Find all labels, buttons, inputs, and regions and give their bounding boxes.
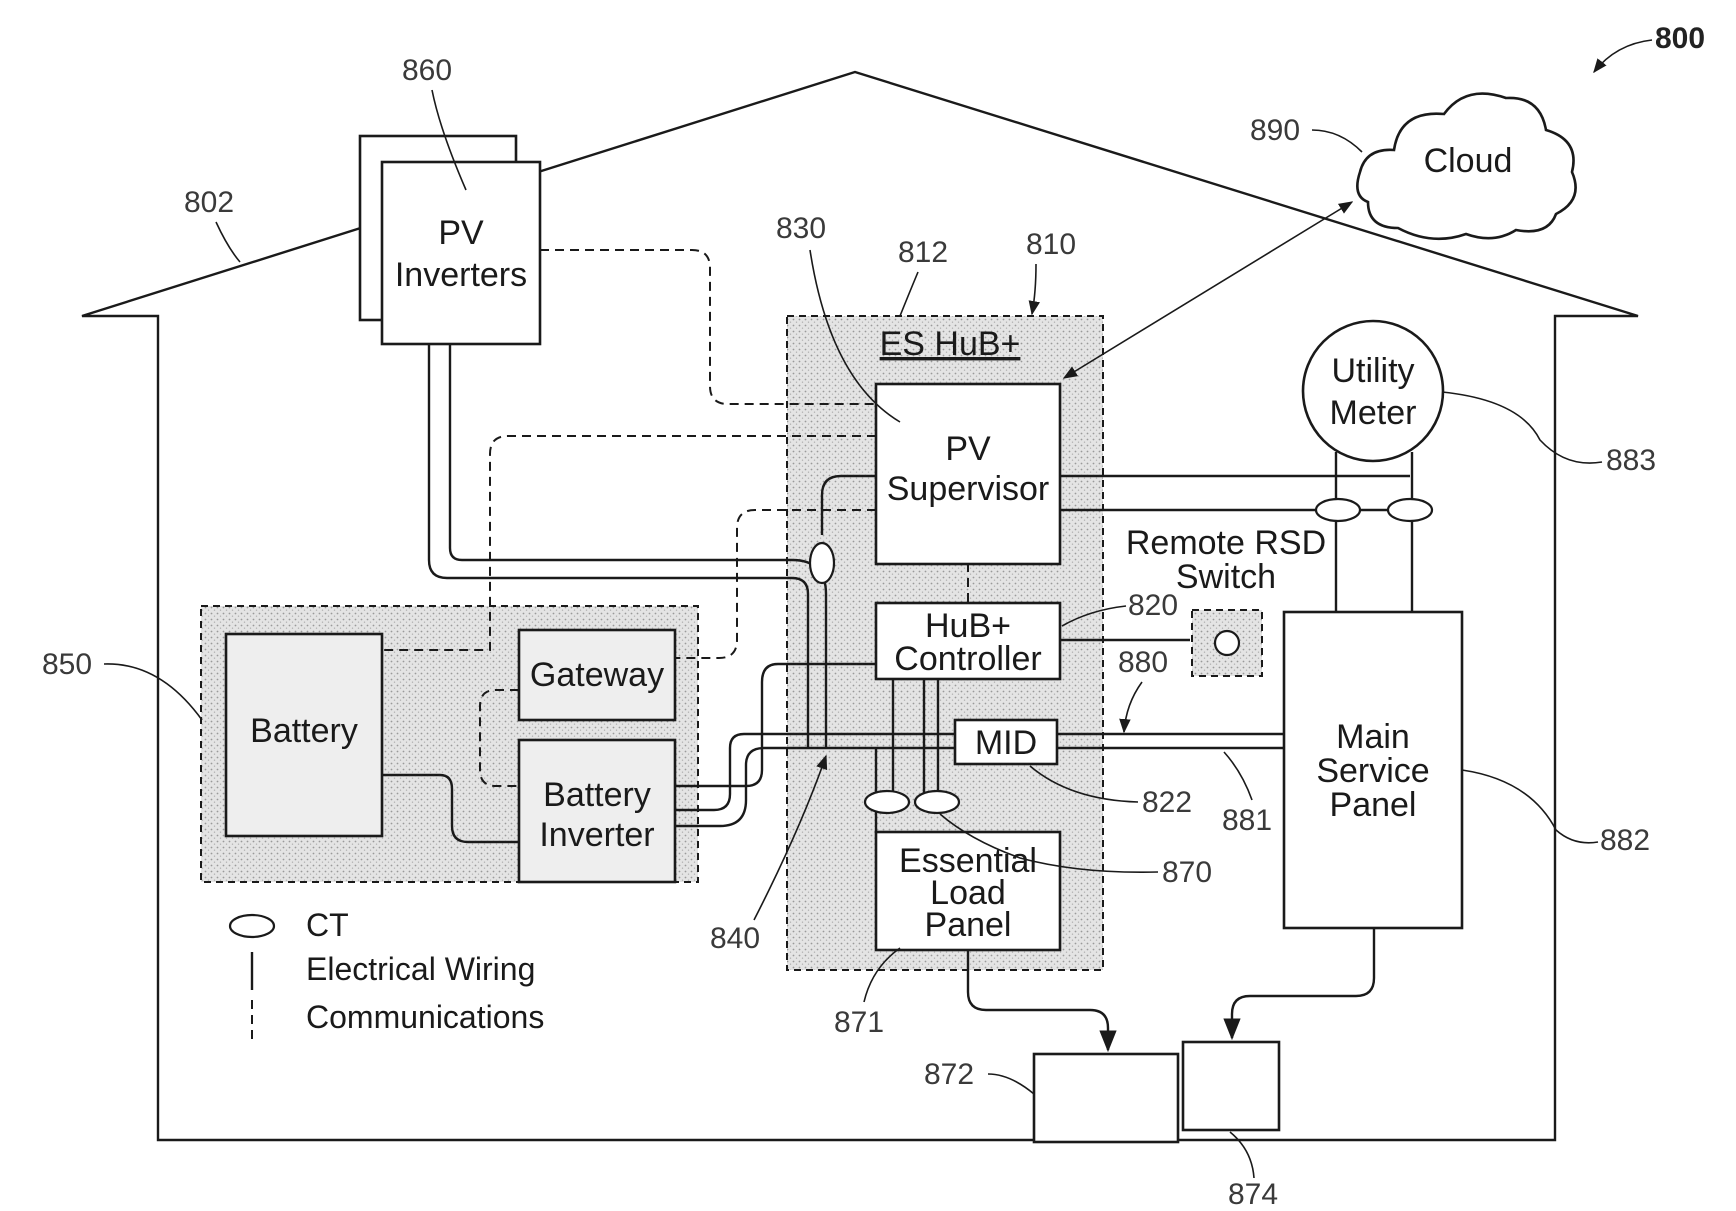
utility-meter-label-1: Utility <box>1331 352 1414 390</box>
ref-840: 840 <box>710 922 760 955</box>
ref-881: 881 <box>1222 804 1272 837</box>
ref-850: 850 <box>42 648 92 681</box>
ref-890: 890 <box>1250 114 1300 147</box>
ct-utility-1 <box>1316 499 1360 521</box>
ct-pv-supervisor <box>810 543 834 583</box>
battery-inverter-label-2: Inverter <box>539 816 654 854</box>
battery-inverter-block: Battery Inverter <box>519 740 675 882</box>
utility-meter-block: Utility Meter <box>1303 321 1443 461</box>
ref-810: 810 <box>1026 228 1076 261</box>
pv-inverters-block: PV Inverters <box>360 136 540 344</box>
main-service-panel-label-2: Service <box>1316 752 1429 790</box>
legend-ct-label: CT <box>306 907 349 943</box>
ref-830: 830 <box>776 212 826 245</box>
hub-controller-block: HuB+ Controller <box>876 603 1060 679</box>
pv-supervisor-label-2: Supervisor <box>887 470 1050 508</box>
remote-rsd-label-2: Switch <box>1176 558 1276 596</box>
remote-rsd-switch-knob <box>1215 631 1239 655</box>
ref-822: 822 <box>1142 786 1192 819</box>
ref-800: 800 <box>1655 22 1705 55</box>
remote-rsd-label-1: Remote RSD <box>1126 524 1326 562</box>
ref-870: 870 <box>1162 856 1212 889</box>
legend: CT Electrical Wiring Communications <box>230 907 544 1040</box>
utility-meter-label-2: Meter <box>1330 394 1417 432</box>
ref-820: 820 <box>1128 589 1178 622</box>
battery-inverter-label-1: Battery <box>543 776 651 814</box>
cloud-link <box>1064 202 1352 378</box>
ct-utility-2 <box>1388 499 1432 521</box>
ref-874: 874 <box>1228 1178 1278 1211</box>
ref-812: 812 <box>898 236 948 269</box>
load-872-box <box>1034 1054 1178 1142</box>
gateway-label: Gateway <box>530 656 664 694</box>
ref-860: 860 <box>402 54 452 87</box>
legend-comms-label: Communications <box>306 999 544 1035</box>
pv-supervisor-block: PV Supervisor <box>876 384 1060 564</box>
gateway-block: Gateway <box>519 630 675 720</box>
ct-essential-load-1 <box>865 791 909 813</box>
pv-inverters-label-1: PV <box>438 214 484 252</box>
ct-essential-load-2 <box>915 791 959 813</box>
ref-883: 883 <box>1606 444 1656 477</box>
main-service-panel-label-3: Panel <box>1330 786 1417 824</box>
pv-supervisor-label-1: PV <box>945 430 991 468</box>
legend-wiring-label: Electrical Wiring <box>306 951 535 987</box>
ref-872: 872 <box>924 1058 974 1091</box>
main-service-panel-block: Main Service Panel <box>1284 612 1462 928</box>
essential-load-panel-block: Essential Load Panel <box>876 832 1060 950</box>
legend-ct-symbol <box>230 915 274 937</box>
es-hub-title: ES HuB+ <box>880 325 1021 363</box>
mid-label: MID <box>975 724 1037 762</box>
hub-controller-label-2: Controller <box>894 640 1041 678</box>
cloud-block: Cloud <box>1357 94 1575 239</box>
ref-800-leader <box>1594 40 1652 72</box>
pv-inverters-label-2: Inverters <box>395 256 527 294</box>
battery-block: Battery <box>226 634 382 836</box>
essential-load-panel-label-3: Panel <box>925 906 1012 944</box>
ref-871: 871 <box>834 1006 884 1039</box>
mid-block: MID <box>955 720 1057 764</box>
ref-880: 880 <box>1118 646 1168 679</box>
load-874-box <box>1183 1042 1279 1130</box>
ref-882: 882 <box>1600 824 1650 857</box>
cloud-label: Cloud <box>1424 142 1513 180</box>
ref-802: 802 <box>184 186 234 219</box>
main-service-panel-label-1: Main <box>1336 718 1410 756</box>
battery-label: Battery <box>250 712 358 750</box>
